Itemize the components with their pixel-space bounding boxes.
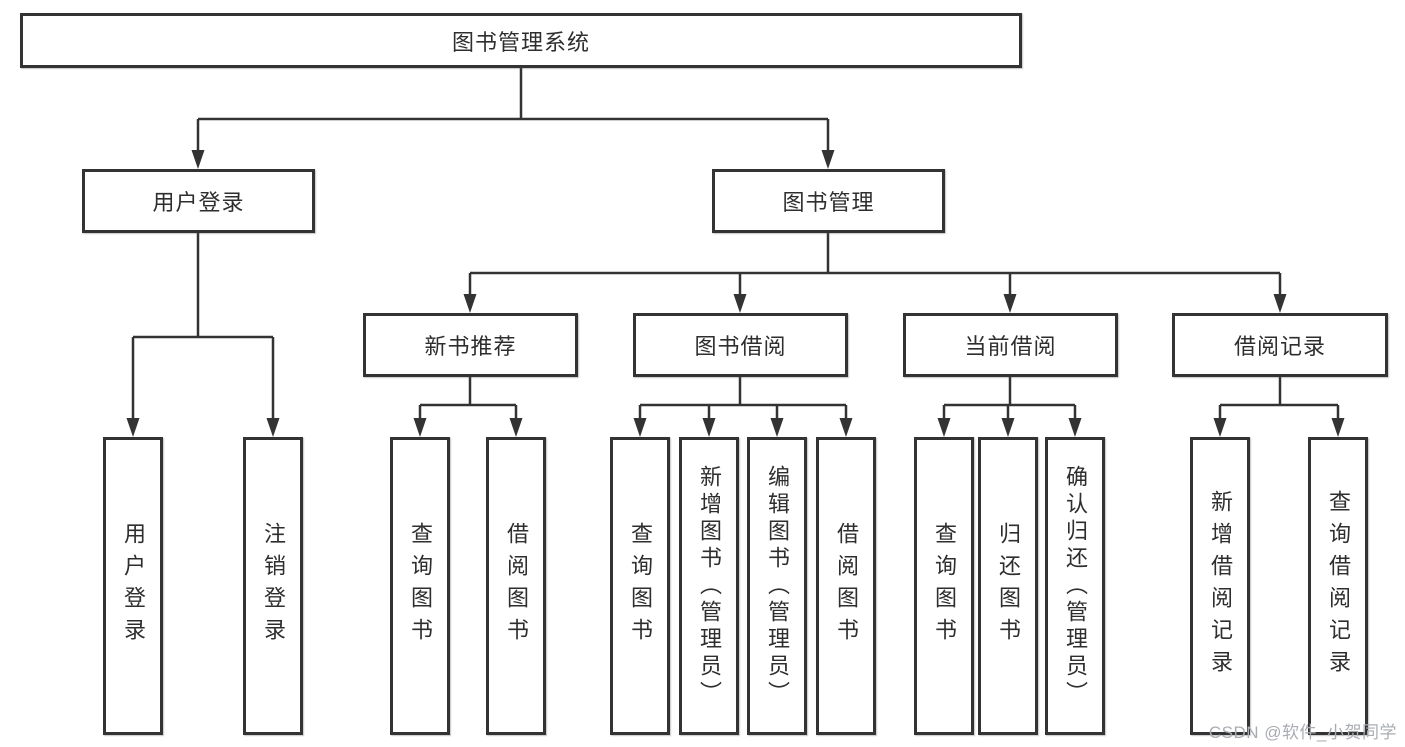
csdn-watermark: CSDN @软件_小贺同学: [1208, 723, 1397, 742]
node-book-borrowing-label: 图书借阅: [694, 334, 787, 359]
leaf-logout: 注销登录: [243, 437, 303, 735]
leaf-confirm-return-admin: 确认归还（管理员）: [1045, 437, 1105, 735]
leaf-query-books-recommend: 查询图书: [390, 437, 450, 735]
node-new-book-recommend: 新书推荐: [363, 313, 578, 377]
leaf-edit-books-admin-label: 编辑图书（管理员）: [765, 464, 790, 708]
leaf-add-books-admin-label: 新增图书（管理员）: [697, 464, 722, 708]
leaf-borrow-books-recommend: 借阅图书: [486, 437, 546, 735]
leaf-query-books-borrowing-label: 查询图书: [628, 522, 653, 650]
leaf-query-books-borrowing: 查询图书: [610, 437, 670, 735]
leaf-borrow-books-borrowing: 借阅图书: [816, 437, 876, 735]
leaf-query-books-current: 查询图书: [914, 437, 974, 735]
node-current-borrowing: 当前借阅: [903, 313, 1118, 377]
leaf-add-books-admin: 新增图书（管理员）: [679, 437, 739, 735]
leaf-logout-label: 注销登录: [261, 522, 286, 650]
node-borrow-records-label: 借阅记录: [1233, 334, 1326, 359]
leaf-return-books: 归还图书: [978, 437, 1038, 735]
leaf-user-login: 用户登录: [103, 437, 163, 735]
leaf-borrow-books-borrowing-label: 借阅图书: [834, 522, 859, 650]
leaf-borrow-books-recommend-label: 借阅图书: [504, 522, 529, 650]
leaf-add-borrow-record-label: 新增借阅记录: [1208, 490, 1233, 682]
node-book-management-label: 图书管理: [782, 190, 875, 215]
node-current-borrowing-label: 当前借阅: [964, 334, 1057, 359]
node-new-book-recommend-label: 新书推荐: [424, 334, 517, 359]
node-book-management: 图书管理: [712, 169, 945, 233]
leaf-query-borrow-record: 查询借阅记录: [1308, 437, 1368, 735]
leaf-query-borrow-record-label: 查询借阅记录: [1326, 490, 1351, 682]
node-borrow-records: 借阅记录: [1172, 313, 1388, 377]
leaf-confirm-return-admin-label: 确认归还（管理员）: [1063, 464, 1088, 708]
leaf-add-borrow-record: 新增借阅记录: [1190, 437, 1250, 735]
leaf-edit-books-admin: 编辑图书（管理员）: [747, 437, 807, 735]
node-user-login-label: 用户登录: [152, 190, 245, 215]
leaf-query-books-recommend-label: 查询图书: [408, 522, 433, 650]
node-root: 图书管理系统: [20, 13, 1022, 68]
node-user-login: 用户登录: [82, 169, 315, 233]
leaf-query-books-current-label: 查询图书: [932, 522, 957, 650]
leaf-user-login-label: 用户登录: [121, 522, 146, 650]
leaf-return-books-label: 归还图书: [996, 522, 1021, 650]
node-root-label: 图书管理系统: [451, 29, 590, 55]
node-book-borrowing: 图书借阅: [633, 313, 848, 377]
